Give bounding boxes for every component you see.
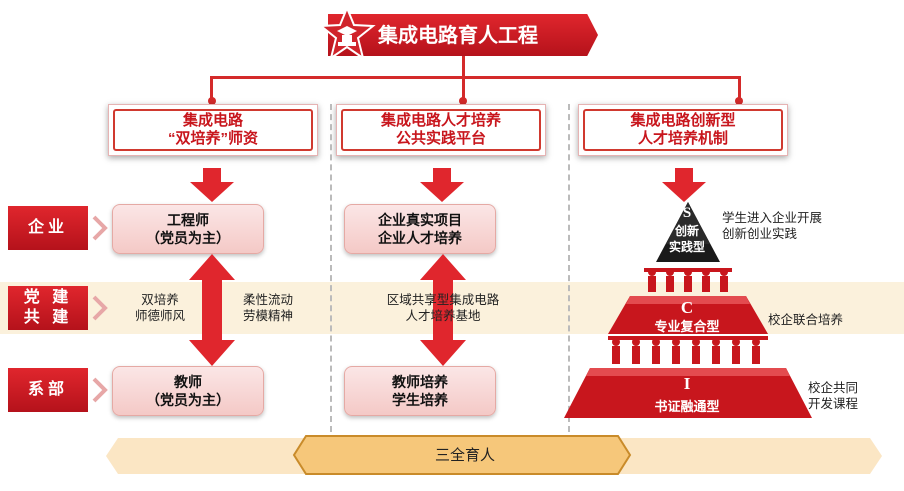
star-graduate-icon <box>318 6 376 61</box>
side-label-party-line1: 党 建 <box>23 289 73 306</box>
training-card-line2: 学生培养 <box>392 392 448 408</box>
connector-dot-1 <box>208 97 216 105</box>
double-arrow-icon-2 <box>420 254 466 366</box>
chevron-right-icon <box>92 295 108 321</box>
teacher-card-title: 教师 <box>174 374 202 390</box>
connector-dot-2 <box>459 97 467 105</box>
col1-right-text: 柔性流动 劳模精神 <box>232 292 304 324</box>
bottom-center-badge <box>292 435 632 475</box>
engineer-card-title: 工程师 <box>167 212 209 228</box>
col2-mid-text-line1: 区域共享型集成电路 <box>386 293 500 307</box>
enterprise-project-card-line2: 企业人才培养 <box>378 230 462 246</box>
pyramid-s-note-line1: 学生进入企业开展 <box>722 211 823 225</box>
column-header-3-line2: 人才培养机制 <box>637 130 728 147</box>
title-banner <box>328 14 598 56</box>
col1-left-text-line1: 双培养 <box>141 293 179 307</box>
connector-drop-3 <box>738 76 741 102</box>
side-label-department-text: 系部 <box>27 381 68 398</box>
column-header-1-line2: “双培养”师资 <box>167 130 258 147</box>
engineer-card: 工程师 （党员为主） <box>112 204 264 254</box>
pyramid-c-line1: 专业复合型 <box>654 319 720 334</box>
col1-right-text-line2: 劳模精神 <box>242 309 293 323</box>
training-card-line1: 教师培养 <box>392 374 448 390</box>
bottom-label: 三全育人 <box>434 447 495 464</box>
teacher-card-subtitle: （党员为主） <box>146 392 230 408</box>
down-arrow-icon-2 <box>420 168 464 202</box>
separator-1 <box>330 104 332 432</box>
chevron-right-icon <box>92 215 108 241</box>
column-header-1: 集成电路“双培养”师资 <box>108 104 318 156</box>
pyramid-s-line2: 实践型 <box>668 240 705 254</box>
training-card: 教师培养 学生培养 <box>344 366 496 416</box>
pyramid-c-letter: C <box>680 298 694 317</box>
side-label-department: 系部 <box>8 368 88 412</box>
double-arrow-icon-1 <box>189 254 235 366</box>
column-header-2-line2: 公共实践平台 <box>395 130 486 147</box>
column-header-1-line1: 集成电路 <box>182 112 243 129</box>
connector-dot-3 <box>735 97 743 105</box>
side-label-party-line2: 共 建 <box>23 309 73 326</box>
pyramid-i-note-line1: 校企共同 <box>808 381 859 395</box>
enterprise-project-card-line1: 企业真实项目 <box>378 212 462 228</box>
pyramid-c-note-line1: 校企联合培养 <box>768 313 844 327</box>
pyramid-s-note-line2: 创新创业实践 <box>722 227 798 241</box>
pyramid-i-letter: I <box>683 374 691 393</box>
connector-drop-2 <box>462 76 465 102</box>
side-label-enterprise: 企业 <box>8 206 88 250</box>
teacher-card: 教师 （党员为主） <box>112 366 264 416</box>
column-header-3: 集成电路创新型人才培养机制 <box>578 104 788 156</box>
pyramid-s-note: 学生进入企业开展 创新创业实践 <box>722 210 852 242</box>
col1-right-text-line1: 柔性流动 <box>242 293 293 307</box>
pyramid-s-letter: S <box>682 205 692 221</box>
engineer-card-subtitle: （党员为主） <box>146 230 230 246</box>
connector-vertical-main <box>462 56 465 78</box>
pyramid-i-note: 校企共同 开发课程 <box>808 380 878 412</box>
pyramid-i-line1: 书证融通型 <box>654 399 720 414</box>
col1-left-text-line2: 师德师风 <box>134 309 185 323</box>
pyramid-s-line1: 创新 <box>674 224 699 238</box>
side-label-party: 党 建共 建 <box>8 286 88 330</box>
connector-drop-1 <box>210 76 213 102</box>
connector-horizontal <box>210 76 740 79</box>
enterprise-project-card: 企业真实项目 企业人才培养 <box>344 204 496 254</box>
pyramid-i-note-line2: 开发课程 <box>808 397 859 411</box>
column-header-2: 集成电路人才培养公共实践平台 <box>336 104 546 156</box>
col2-mid-text-line2: 人才培养基地 <box>405 309 481 323</box>
talent-pyramid <box>564 202 812 418</box>
down-arrow-icon-3 <box>662 168 706 202</box>
down-arrow-icon-1 <box>190 168 234 202</box>
side-label-enterprise-text: 企业 <box>27 219 68 236</box>
column-header-3-line1: 集成电路创新型 <box>630 112 736 129</box>
pyramid-c-note: 校企联合培养 <box>768 312 878 328</box>
separator-2 <box>568 104 570 432</box>
col1-left-text: 双培养 师德师风 <box>124 292 196 324</box>
col2-mid-text: 区域共享型集成电路 人才培养基地 <box>368 292 518 324</box>
page-title: 集成电路育人工程 <box>378 25 538 47</box>
chevron-right-icon <box>92 377 108 403</box>
column-header-2-line1: 集成电路人才培养 <box>380 112 501 129</box>
